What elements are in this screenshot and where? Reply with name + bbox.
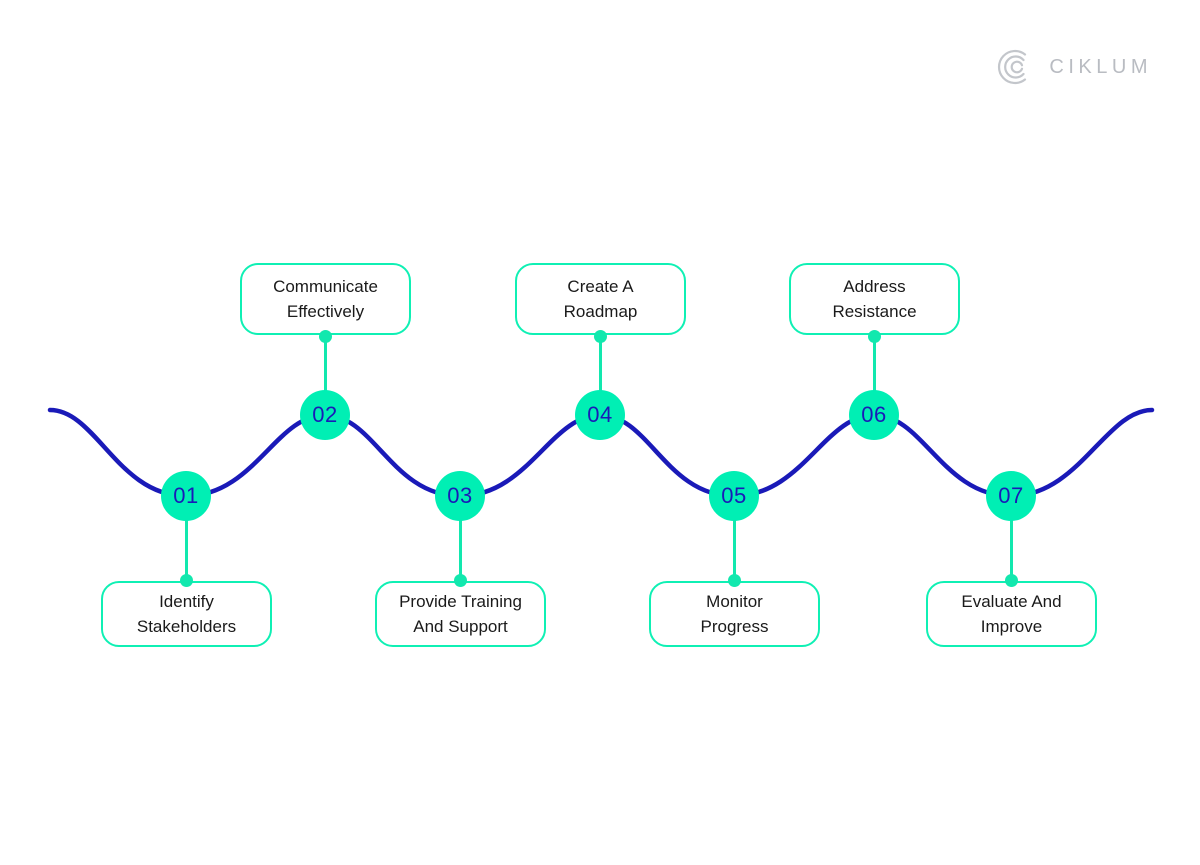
- stem-dot-07: [1004, 573, 1018, 587]
- label-text-03: Provide Training And Support: [399, 592, 522, 636]
- label-text-02: Communicate Effectively: [273, 277, 378, 321]
- stem-04: [598, 336, 602, 418]
- stem-03: [458, 496, 462, 582]
- stem-dot-01: [179, 573, 193, 587]
- step-node-01[interactable]: 01: [161, 471, 211, 521]
- stem-dot-06: [867, 329, 881, 343]
- label-box-05[interactable]: Monitor Progress: [649, 581, 820, 647]
- step-number-05: 05: [721, 483, 747, 508]
- step-node-05[interactable]: 05: [709, 471, 759, 521]
- step-number-02: 02: [312, 402, 338, 427]
- stem-06: [872, 336, 876, 418]
- stem-dot-03: [453, 573, 467, 587]
- step-number-06: 06: [861, 402, 887, 427]
- step-number-01: 01: [173, 483, 199, 508]
- label-text-05: Monitor Progress: [700, 592, 769, 636]
- stem-05: [732, 496, 736, 582]
- step-node-07[interactable]: 07: [986, 471, 1036, 521]
- label-text-06: Address Resistance: [832, 277, 917, 321]
- label-box-04[interactable]: Create A Roadmap: [515, 263, 686, 335]
- step-node-03[interactable]: 03: [435, 471, 485, 521]
- ciklum-circular-c-mark: [998, 49, 1027, 85]
- stem-01: [184, 496, 188, 582]
- step-number-04: 04: [587, 402, 613, 427]
- label-box-01[interactable]: Identify Stakeholders: [101, 581, 272, 647]
- label-box-07[interactable]: Evaluate And Improve: [926, 581, 1097, 647]
- label-box-02[interactable]: Communicate Effectively: [240, 263, 411, 335]
- step-node-04[interactable]: 04: [575, 390, 625, 440]
- stem-dot-05: [727, 573, 741, 587]
- step-number-03: 03: [447, 483, 473, 508]
- stem-02: [323, 336, 327, 418]
- label-box-06[interactable]: Address Resistance: [789, 263, 960, 335]
- stem-dot-02: [318, 329, 332, 343]
- brand-logo: CIKLUM: [995, 47, 1152, 87]
- stem-07: [1009, 496, 1013, 582]
- step-node-02[interactable]: 02: [300, 390, 350, 440]
- step-number-07: 07: [998, 483, 1024, 508]
- step-node-06[interactable]: 06: [849, 390, 899, 440]
- label-text-07: Evaluate And Improve: [961, 592, 1062, 636]
- label-text-04: Create A Roadmap: [563, 277, 638, 321]
- label-text-01: Identify Stakeholders: [136, 592, 237, 636]
- label-box-03[interactable]: Provide Training And Support: [375, 581, 546, 647]
- stem-dot-04: [593, 329, 607, 343]
- brand-name: CIKLUM: [1049, 55, 1152, 78]
